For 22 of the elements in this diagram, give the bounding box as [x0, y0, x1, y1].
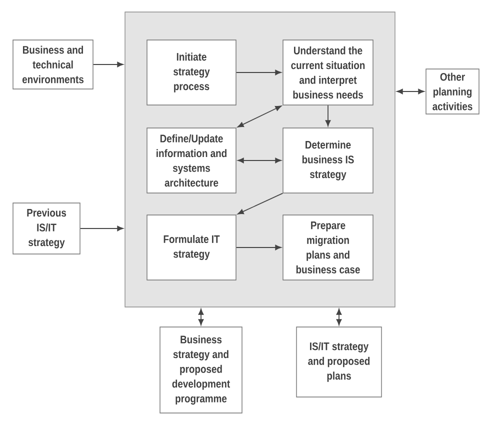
process-box: Initiate strategy process — [146, 40, 236, 106]
double-arrow — [396, 88, 424, 94]
external-box: IS/IT strategy and proposed plans — [296, 326, 382, 398]
double-arrow — [336, 308, 342, 326]
arrow — [325, 104, 331, 126]
external-box: Other planning activities — [426, 68, 480, 114]
process-box: Prepare migration plans and business case — [282, 214, 374, 280]
external-box: Business strategy and proposed development programme — [160, 326, 242, 414]
double-arrow — [238, 158, 282, 164]
process-box: Define/Update information and systems architecture — [146, 128, 236, 194]
double-arrow — [237, 106, 282, 128]
arrow — [236, 70, 282, 76]
process-box: Understand the current situation and interpret business needs — [282, 40, 374, 106]
process-box: Formulate IT strategy — [146, 214, 236, 280]
external-box: Previous IS/IT strategy — [12, 202, 80, 254]
arrow — [236, 244, 282, 250]
process-box: Determine business IS strategy — [282, 128, 374, 194]
double-arrow — [198, 308, 204, 326]
arrow — [92, 62, 124, 68]
external-box: Business and technical environments — [12, 40, 94, 90]
arrow — [238, 192, 284, 214]
arrow — [80, 226, 124, 232]
